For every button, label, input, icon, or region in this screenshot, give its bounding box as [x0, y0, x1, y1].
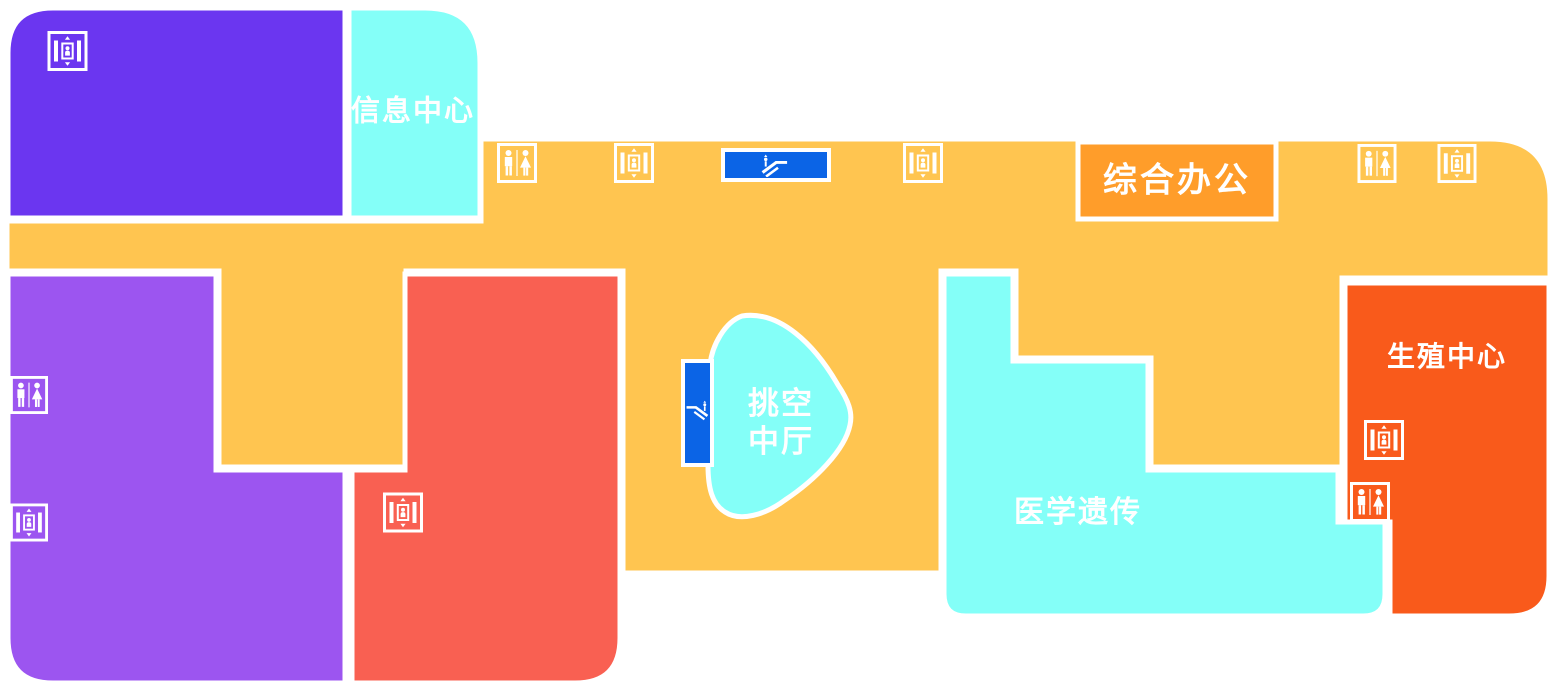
medical-genetics-label: 医学遗传 [1014, 496, 1142, 529]
region-admin-office[interactable] [1075, 139, 1279, 222]
atrium-label-line2: 中厅 [748, 424, 814, 459]
region-reproductive-center[interactable] [1342, 280, 1552, 619]
info-center-label: 信息中心 [350, 95, 476, 128]
region-block-left-middle[interactable] [5, 271, 348, 686]
reproductive-center-label: 生殖中心 [1386, 341, 1508, 373]
atrium-label-line1: 挑空 [748, 386, 814, 421]
atrium-label: 挑空 中厅 [748, 385, 814, 461]
region-block-top-left[interactable] [5, 5, 348, 221]
region-block-center[interactable] [349, 271, 623, 686]
region-medical-genetics[interactable] [941, 271, 1388, 619]
admin-office-label: 综合办公 [1103, 161, 1251, 200]
region-info-center[interactable] [346, 5, 483, 221]
escalator-marker-top [721, 148, 831, 182]
